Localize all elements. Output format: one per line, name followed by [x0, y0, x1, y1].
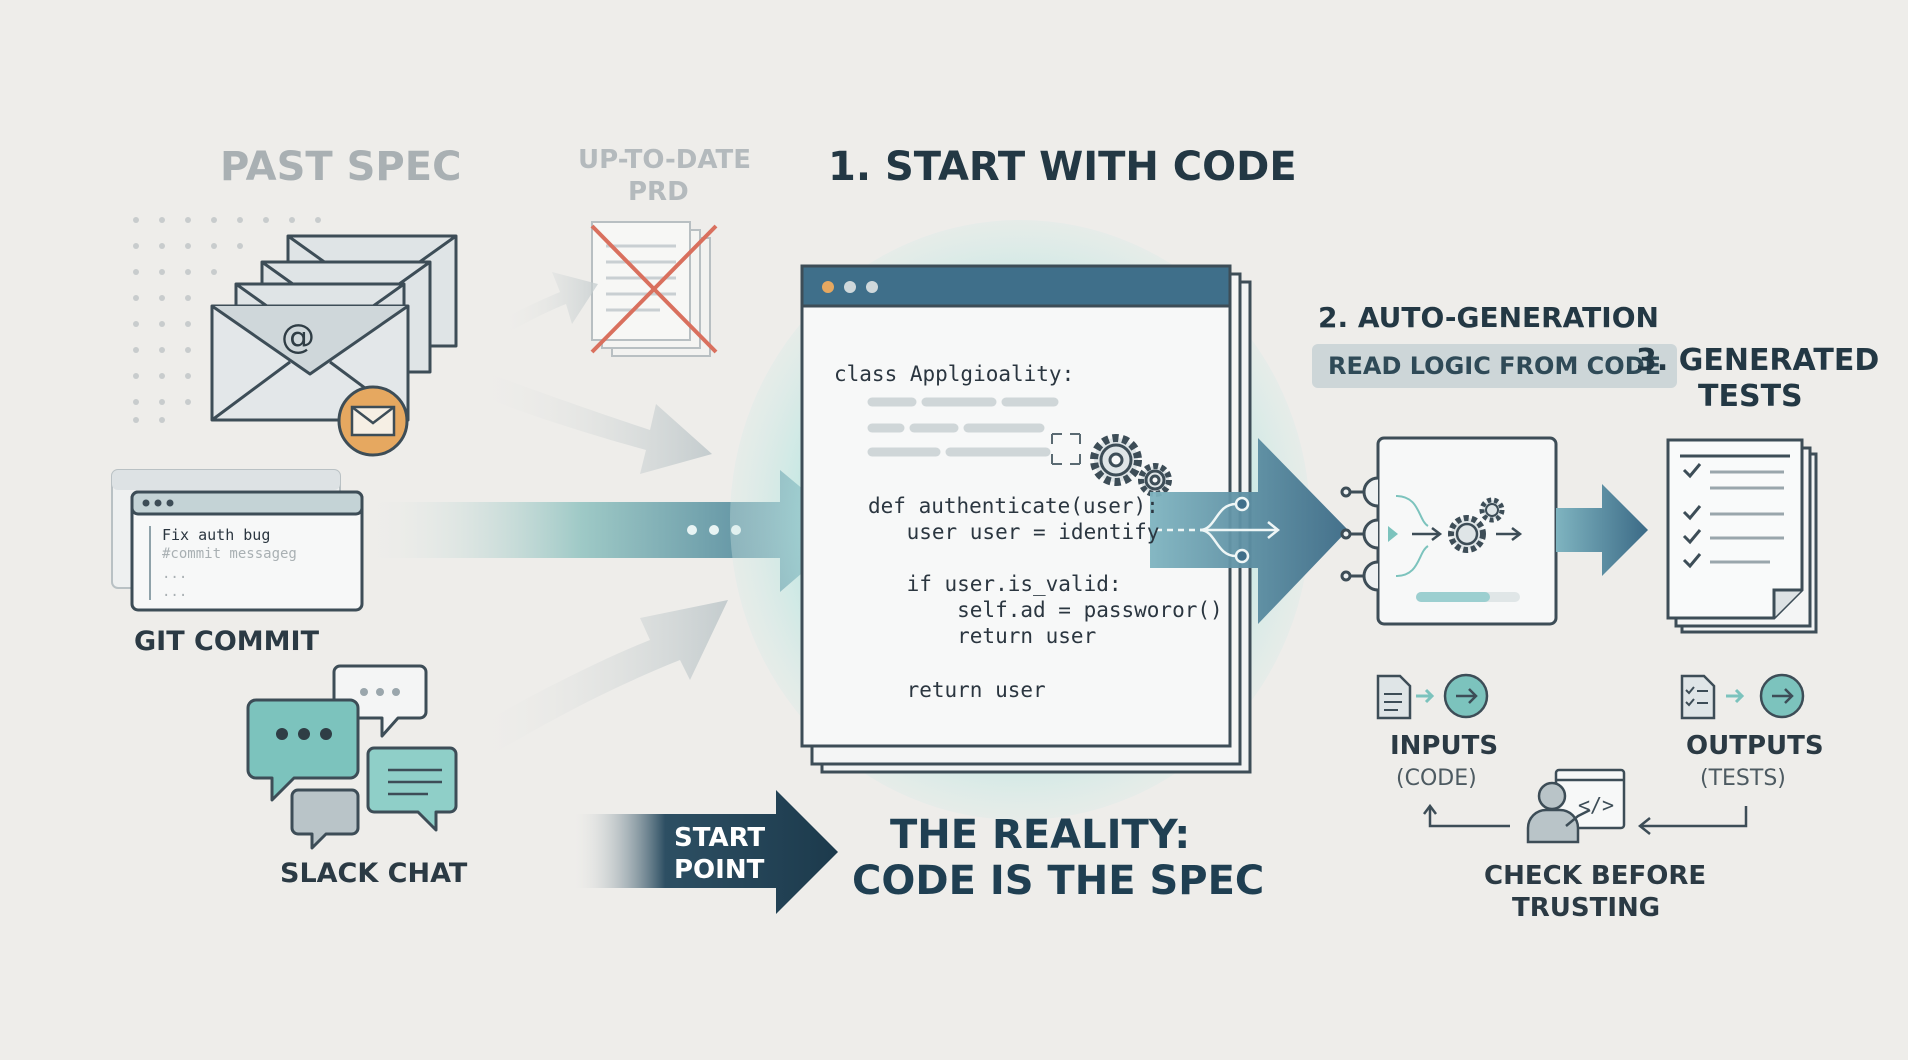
faded-arrow-slack	[470, 600, 728, 756]
developer-review-icon: </>	[1526, 768, 1626, 844]
git-commit-window	[111, 469, 364, 612]
reality-line1: THE REALITY:	[890, 812, 1191, 858]
inputs-icon	[1376, 673, 1489, 720]
dot-grid	[133, 217, 321, 423]
code-line-identify: user user = identify	[856, 520, 1160, 544]
code-line-return-inner: return user	[856, 624, 1097, 648]
read-logic-tag: READ LOGIC FROM CODE	[1312, 344, 1678, 388]
outputs-label: OUTPUTS	[1686, 731, 1824, 761]
past-spec-title: PAST SPEC	[220, 144, 462, 190]
code-line-def: def authenticate(user):	[868, 494, 1159, 518]
outputs-sublabel: (TESTS)	[1700, 766, 1786, 791]
review-loop-arrows	[1423, 803, 1748, 835]
code-line-self: self.ad = passworor()	[856, 598, 1223, 622]
check-label-line2: TRUSTING	[1512, 893, 1661, 923]
git-commit-line1: Fix auth bug	[162, 526, 271, 544]
main-arrow-codegen	[1150, 438, 1348, 624]
test-document-icon	[1666, 438, 1818, 634]
faded-arrow-email	[470, 370, 712, 474]
step3-title-line1: 3. GENERATED	[1636, 343, 1880, 378]
auto-generation-box	[1340, 436, 1558, 626]
svg-text:@: @	[281, 317, 315, 357]
git-commit-line3: ...	[162, 566, 188, 582]
git-commit-line4: ...	[162, 584, 188, 600]
step2-title: 2. AUTO-GENERATION	[1318, 301, 1659, 334]
start-point-line1: START	[674, 823, 766, 853]
git-commit-line2: #commit messageg	[162, 546, 297, 562]
mail-badge-icon	[337, 385, 409, 457]
step3-title-line2: TESTS	[1698, 379, 1803, 414]
gears-icon	[1090, 434, 1172, 497]
code-line-class: class Applgioality:	[834, 362, 1075, 386]
step1-title: 1. START WITH CODE	[828, 144, 1297, 190]
inputs-label: INPUTS	[1390, 731, 1499, 761]
arrow-to-tests	[1556, 484, 1648, 576]
prd-label-line1: UP-TO-DATE	[578, 145, 751, 175]
slack-chat-label: SLACK CHAT	[280, 858, 468, 889]
chat-bubbles-icon	[246, 664, 458, 850]
reality-line2: CODE IS THE SPEC	[852, 858, 1265, 904]
git-commit-label: GIT COMMIT	[134, 626, 319, 657]
outputs-icon	[1680, 673, 1805, 720]
faded-arrow-prd	[500, 272, 598, 334]
email-stack-icon: @	[210, 234, 458, 422]
crossed-document-icon	[590, 221, 718, 357]
check-label-line1: CHECK BEFORE	[1484, 861, 1707, 891]
inputs-sublabel: (CODE)	[1396, 766, 1477, 791]
code-line-if: if user.is_valid:	[856, 572, 1122, 596]
start-point-line2: POINT	[674, 855, 765, 885]
start-point-arrow	[572, 790, 838, 914]
prd-label-line2: PRD	[628, 177, 689, 207]
code-line-return: return user	[856, 678, 1046, 702]
